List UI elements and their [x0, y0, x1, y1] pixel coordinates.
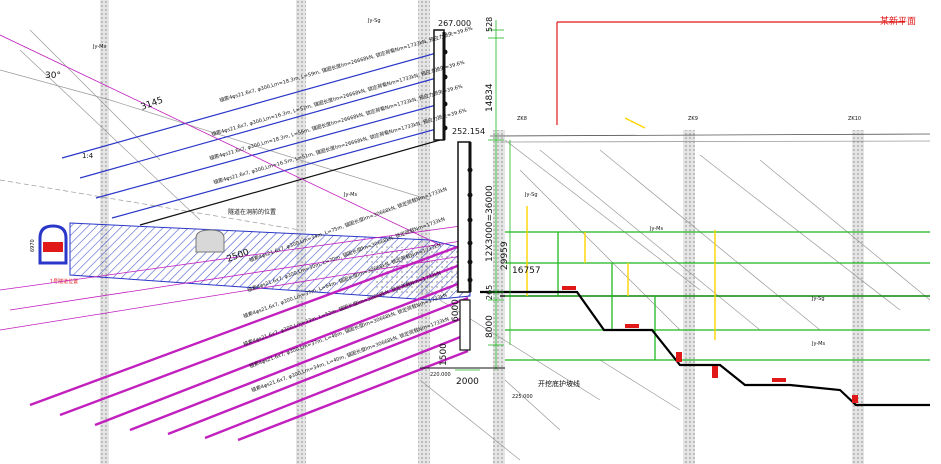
elev-pile-bottom-1: 220.000 — [430, 372, 451, 378]
dim-3145: 3145 — [140, 96, 165, 113]
angle-30: 30° — [45, 71, 61, 81]
borehole-zk8: ZK8 — [517, 116, 527, 122]
dim-6000: 6000 — [451, 299, 461, 322]
dim-8000: 8000 — [485, 315, 495, 338]
slope-small: 1:4 — [82, 152, 94, 160]
red-title: 某新平面 — [880, 15, 916, 27]
anchors-lower-thin — [0, 34, 469, 331]
anchors-lower — [29, 241, 469, 442]
dim-29959: 29959 — [500, 241, 510, 270]
elev-pile-bottom-2: 225.000 — [512, 394, 533, 400]
dim-1500: 1500 — [439, 343, 449, 366]
rock-label-3: Jy-Ms — [649, 226, 663, 232]
dimension-lines — [455, 20, 511, 371]
rock-label-sg-2: Jy-Sg — [524, 192, 538, 198]
rock-label-4: Jy-Ms — [811, 341, 825, 347]
excavation-profile — [480, 290, 930, 407]
misc-labels: 隧道在洞前的位置 开挖底护坡线 Jy-Ms Jy-Ms Jy-Ms Jy-Ms … — [92, 18, 861, 400]
red-markers — [562, 286, 858, 403]
tunnel-zone — [69, 222, 471, 301]
red-title-line: 某新平面 — [556, 15, 916, 125]
dim-12x3000: 12X3000=36000 — [485, 185, 495, 262]
tunnel-position-label: 隧道在洞前的位置 — [228, 208, 276, 216]
dim-6970: 6970 — [30, 239, 36, 252]
retaining-pile — [433, 29, 473, 351]
elev-mid: 252.154 — [452, 127, 485, 136]
dim-528: 528 — [485, 17, 494, 32]
dim-16757: 16757 — [512, 266, 541, 276]
dim-14834: 14834 — [485, 83, 495, 112]
borehole-zk10: ZK10 — [848, 116, 861, 122]
borehole-zk9: ZK9 — [688, 116, 698, 122]
dim-2000: 2000 — [456, 377, 479, 387]
yellow-markers — [526, 117, 716, 340]
rock-label-sg-3: Jy-Sg — [811, 296, 825, 302]
rock-label-1: Jy-Ms — [92, 44, 106, 50]
green-level-lines — [505, 231, 930, 361]
dim-265: 265 — [485, 285, 494, 300]
rock-label-sg-1: Jy-Sg — [367, 18, 381, 24]
elev-top: 267.000 — [438, 19, 471, 28]
excavation-label: 开挖底护坡线 — [538, 379, 580, 388]
anchors-upper — [61, 51, 441, 226]
tunnel-mid — [195, 229, 225, 253]
rock-label-2: Jy-Ms — [343, 192, 357, 198]
